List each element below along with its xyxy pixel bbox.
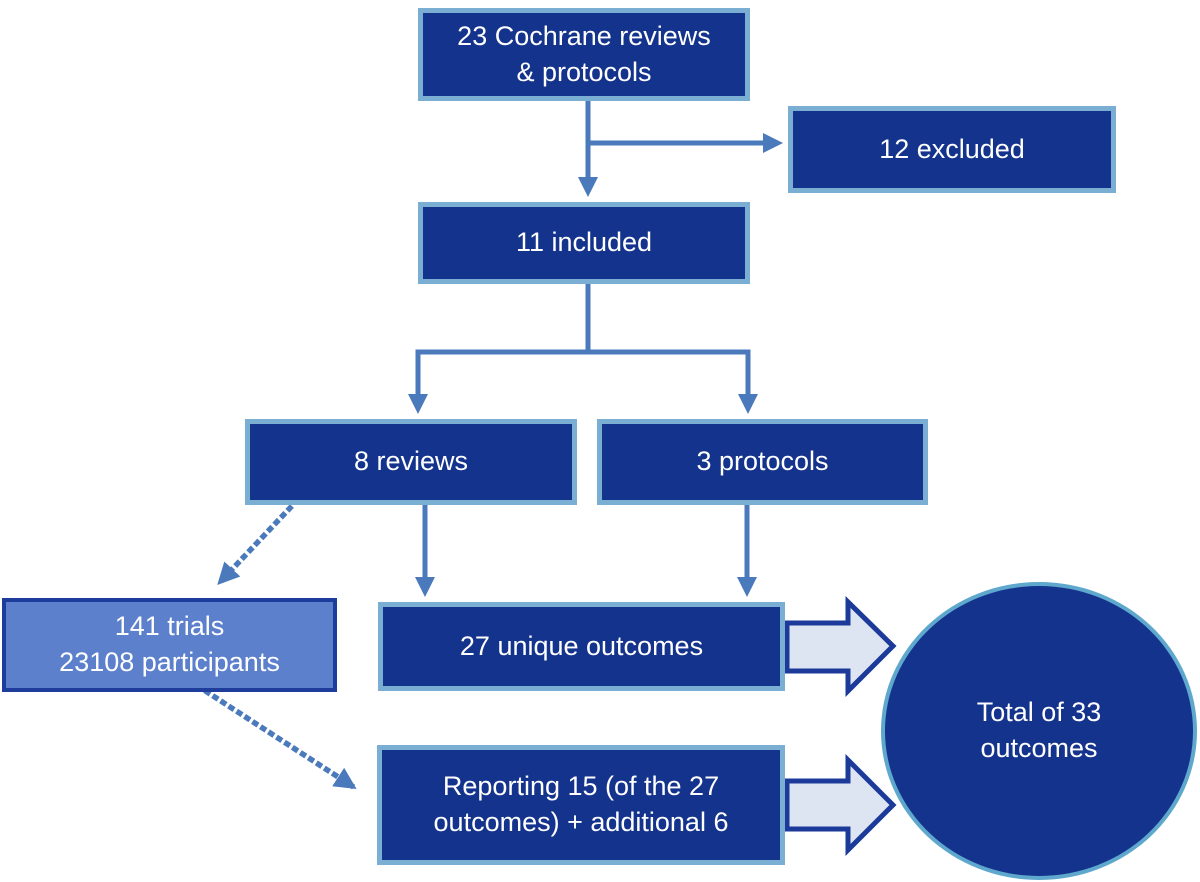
node-included-label: 11 included — [515, 227, 653, 258]
block-arrow-unique-to-total — [784, 596, 897, 698]
node-trials-participants-label: 141 trials 23108 participants — [59, 611, 280, 677]
node-unique-outcomes: 27 unique outcomes — [378, 602, 785, 691]
node-included: 11 included — [418, 202, 750, 284]
node-protocols: 3 protocols — [597, 419, 928, 505]
node-protocols-label: 3 protocols — [696, 446, 829, 477]
edge-trials-reporting-dotted — [203, 688, 357, 790]
node-reporting: Reporting 15 (of the 27 outcomes) + addi… — [377, 745, 785, 865]
node-excluded-label: 12 excluded — [879, 133, 1025, 164]
node-total-outcomes-label: Total of 33 outcomes — [976, 697, 1102, 763]
node-reporting-label: Reporting 15 (of the 27 outcomes) + addi… — [433, 771, 729, 837]
block-arrow-reporting-to-total — [784, 753, 897, 857]
node-cochrane-reviews: 23 Cochrane reviews & protocols — [418, 8, 750, 101]
node-unique-outcomes-label: 27 unique outcomes — [459, 630, 704, 661]
node-total-outcomes: Total of 33 outcomes — [881, 582, 1197, 880]
edge-reviews-trials-dotted — [217, 504, 294, 585]
node-reviews: 8 reviews — [245, 419, 577, 505]
node-cochrane-reviews-label: 23 Cochrane reviews & protocols — [457, 20, 711, 87]
node-reviews-label: 8 reviews — [353, 446, 469, 477]
node-trials-participants: 141 trials 23108 participants — [2, 598, 337, 692]
node-excluded: 12 excluded — [788, 106, 1116, 193]
